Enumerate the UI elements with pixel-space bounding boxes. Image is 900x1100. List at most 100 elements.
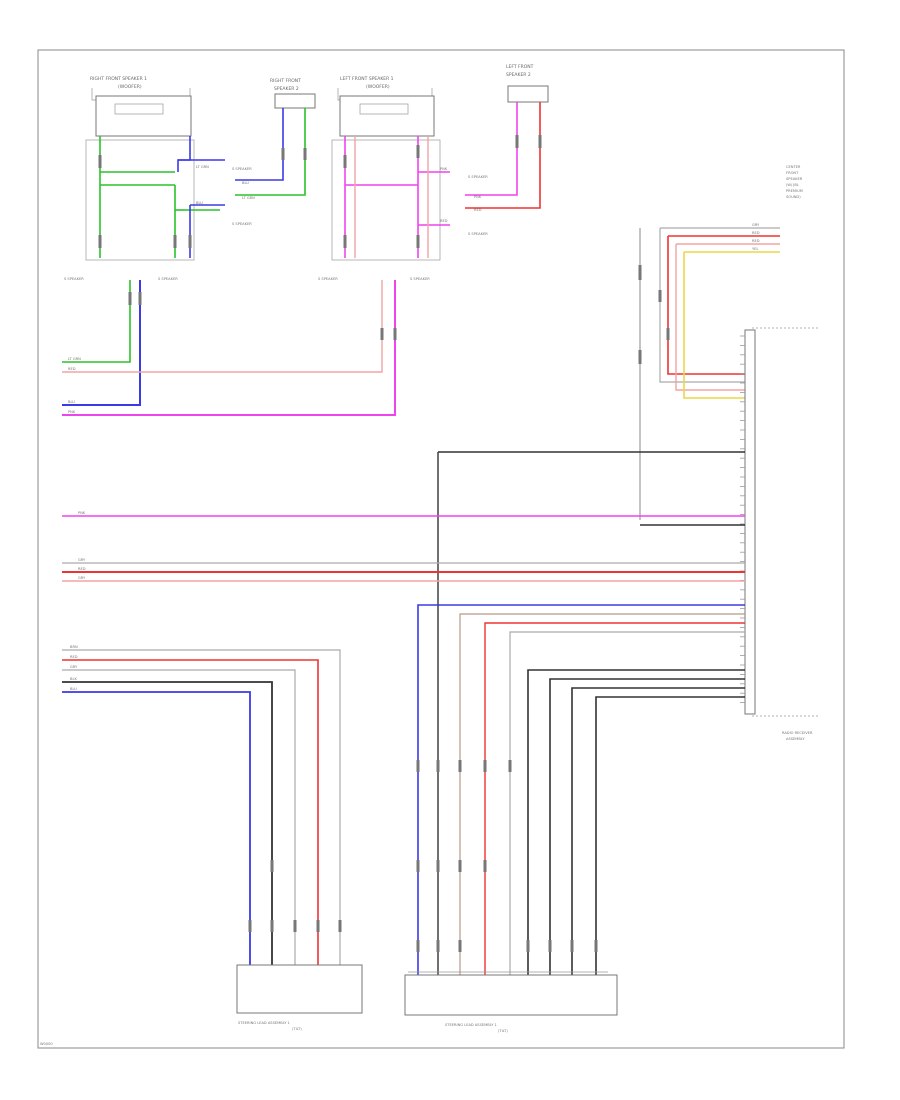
front-speaker-harness: LT GRN RED BLU PNK bbox=[62, 280, 397, 416]
lf-tweeter-title: LEFT FRONT bbox=[506, 64, 534, 70]
rf-wire-label-neg: BLU bbox=[196, 201, 203, 205]
rs-wire-gray bbox=[509, 631, 745, 975]
rs-wire-blue bbox=[417, 604, 745, 975]
center-speaker-line-4: (W/ JBL bbox=[786, 183, 799, 187]
lf-speaker-title: LEFT FRONT SPEAKER 1 bbox=[340, 76, 394, 82]
ls-label-5: BLU bbox=[70, 687, 77, 691]
rf-speaker-body bbox=[114, 103, 164, 115]
rf-tweeter-label-pos: BLU bbox=[242, 181, 249, 185]
rf-splice-label-d: S SPEAKER bbox=[158, 277, 178, 281]
rs-wire-red bbox=[484, 622, 745, 975]
rf-speaker-title: RIGHT FRONT SPEAKER 1 bbox=[90, 76, 147, 82]
harness-label-1: LT GRN bbox=[68, 357, 81, 361]
center-speaker-line-3: SPEAKER bbox=[786, 177, 803, 181]
center-speaker-line-1: CENTER bbox=[786, 165, 801, 169]
center-speaker-assembly: CENTER FRONT SPEAKER (W/ JBL PREMIUM SOU… bbox=[638, 165, 803, 520]
center-speaker-line-2: FRONT bbox=[786, 171, 799, 175]
radio-pin-column bbox=[740, 335, 745, 703]
rf-wire-blue-top bbox=[177, 136, 191, 172]
rs-wire-black-4 bbox=[595, 696, 745, 975]
ls-label-line-1: STEERING LEAD ASSEMBLY 1 bbox=[238, 1021, 290, 1025]
lf-speaker-frame bbox=[331, 139, 441, 261]
rf-tweeter-wire-green bbox=[235, 108, 306, 196]
ls-label-2: RED bbox=[70, 655, 78, 659]
harness-wire-green bbox=[62, 280, 131, 363]
lf-tweeter-wire-pink bbox=[465, 102, 518, 196]
rs-wire-black-1 bbox=[527, 669, 745, 975]
center-speaker-line-6: SOUND) bbox=[786, 195, 801, 199]
middle-bus: PNK GRY RED GRY bbox=[62, 451, 745, 975]
cs-drop-4 bbox=[683, 252, 745, 399]
rs-wire-black-2 bbox=[549, 678, 745, 975]
lf-tweeter-label-neg: RED bbox=[474, 208, 482, 212]
cs-label-2: RED bbox=[752, 231, 760, 235]
rf-splice-label-a: S SPEAKER bbox=[232, 167, 252, 171]
ls-label-4: BLK bbox=[70, 677, 77, 681]
cs-label-1: GRY bbox=[752, 223, 760, 227]
rf-tweeter-title: RIGHT FRONT bbox=[270, 78, 301, 84]
cs-label-3: RED bbox=[752, 239, 760, 243]
harness-wire-pink bbox=[62, 280, 396, 416]
bus-label-pink: PNK bbox=[78, 511, 86, 515]
rf-splice-label-b: S SPEAKER bbox=[232, 222, 252, 226]
rf-speaker-connector bbox=[95, 95, 192, 137]
harness-label-3: BLU bbox=[68, 400, 75, 404]
radio-label-line-1: RADIO RECEIVER bbox=[782, 731, 813, 735]
cs-label-4: YEL bbox=[752, 247, 758, 251]
rs-label-line-2: (TILT) bbox=[498, 1029, 508, 1033]
rf-tweeter-label-neg: LT GRN bbox=[242, 196, 255, 200]
lf-splice-label-d: S SPEAKER bbox=[410, 277, 430, 281]
rf-splice-label-c: S SPEAKER bbox=[64, 277, 84, 281]
ls-wire-gray-2 bbox=[62, 669, 296, 965]
lf-splice-label-a: S SPEAKER bbox=[468, 175, 488, 179]
harness-label-2: RED bbox=[68, 367, 76, 371]
rf-speaker-frame bbox=[85, 139, 195, 261]
rf-tweeter-connector bbox=[274, 93, 316, 109]
lf-wire-label-pos: PNK bbox=[440, 167, 448, 171]
rf-speaker-subtitle: (WOOFER) bbox=[118, 84, 142, 90]
left-steering-harness: BRN RED GRY BLK BLU STEERING LEAD ASSEMB… bbox=[62, 645, 363, 1031]
lf-tweeter-connector bbox=[507, 85, 549, 103]
diagram-frame bbox=[37, 49, 845, 1049]
bus-label-2: RED bbox=[78, 567, 86, 571]
rf-wire-label-pos: LT GRN bbox=[196, 165, 209, 169]
rs-wire-black-3 bbox=[571, 687, 745, 975]
rs-wire-brown bbox=[459, 613, 745, 975]
harness-wire-red bbox=[62, 280, 383, 373]
harness-wire-blue bbox=[62, 280, 141, 406]
lf-wire-label-neg: RED bbox=[440, 219, 448, 223]
lf-splice-label-c: S SPEAKER bbox=[318, 277, 338, 281]
lf-speaker-assembly: LEFT FRONT SPEAKER 1 (WOOFER) S SPEAKER … bbox=[318, 76, 488, 281]
cs-drop-1 bbox=[659, 228, 745, 383]
ls-wire-red bbox=[62, 659, 319, 965]
ls-wire-gray-1 bbox=[62, 649, 341, 965]
lf-splice-label-b: S SPEAKER bbox=[468, 232, 488, 236]
radio-connector bbox=[744, 329, 756, 715]
bus-label-1: GRY bbox=[78, 558, 86, 562]
lf-tweeter-wire-red bbox=[465, 102, 541, 209]
rf-tweeter-wire-blue bbox=[235, 108, 284, 181]
ls-label-3: GRY bbox=[70, 665, 78, 669]
cs-drop-3 bbox=[675, 244, 745, 391]
radio-receiver-assembly: RADIO RECEIVER ASSEMBLY bbox=[740, 327, 820, 741]
ls-wire-black bbox=[62, 681, 273, 965]
lf-tweeter-assembly: LEFT FRONT SPEAKER 2 PNK RED bbox=[465, 64, 549, 212]
ls-label-line-2: (TILT) bbox=[292, 1027, 302, 1031]
harness-label-4: PNK bbox=[68, 410, 76, 414]
ls-label-1: BRN bbox=[70, 645, 78, 649]
right-steering-harness: STEERING LEAD ASSEMBLY 1 (TILT) bbox=[404, 604, 745, 1033]
rf-tweeter-subtitle: SPEAKER 2 bbox=[274, 86, 299, 92]
footer-code: W0000 bbox=[40, 1042, 53, 1046]
rs-label-line-1: STEERING LEAD ASSEMBLY 1 bbox=[445, 1023, 497, 1027]
ls-wire-blue bbox=[62, 691, 251, 965]
ls-connector bbox=[236, 964, 363, 1014]
lf-tweeter-subtitle: SPEAKER 2 bbox=[506, 72, 531, 78]
rs-connector bbox=[404, 974, 618, 1016]
center-speaker-line-5: PREMIUM bbox=[786, 189, 803, 193]
lf-speaker-connector bbox=[339, 95, 435, 137]
rf-speaker-assembly: RIGHT FRONT SPEAKER 1 (WOOFER) S SPEAKER… bbox=[64, 76, 252, 281]
lf-speaker-subtitle: (WOOFER) bbox=[366, 84, 390, 90]
lf-speaker-body bbox=[359, 103, 409, 115]
lf-tweeter-label-pos: PNK bbox=[474, 195, 482, 199]
